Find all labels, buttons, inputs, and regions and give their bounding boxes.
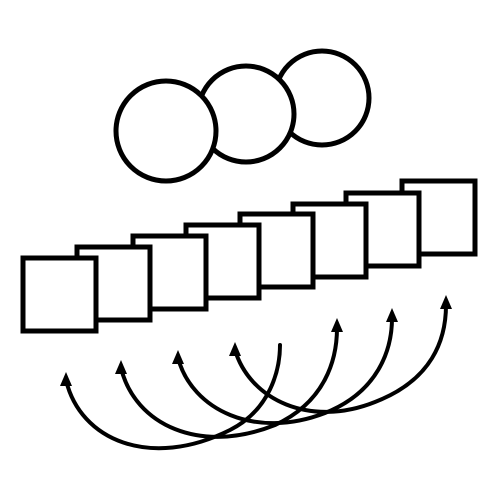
circle-1 <box>113 78 219 184</box>
arrow-4 <box>229 295 452 414</box>
square-1 <box>20 255 99 334</box>
arrow-group <box>60 295 452 451</box>
arrow-2 <box>115 318 343 439</box>
arrow-3 <box>172 308 398 426</box>
square-group <box>20 178 478 334</box>
circle-group <box>113 48 372 184</box>
arrow-1 <box>60 343 282 451</box>
